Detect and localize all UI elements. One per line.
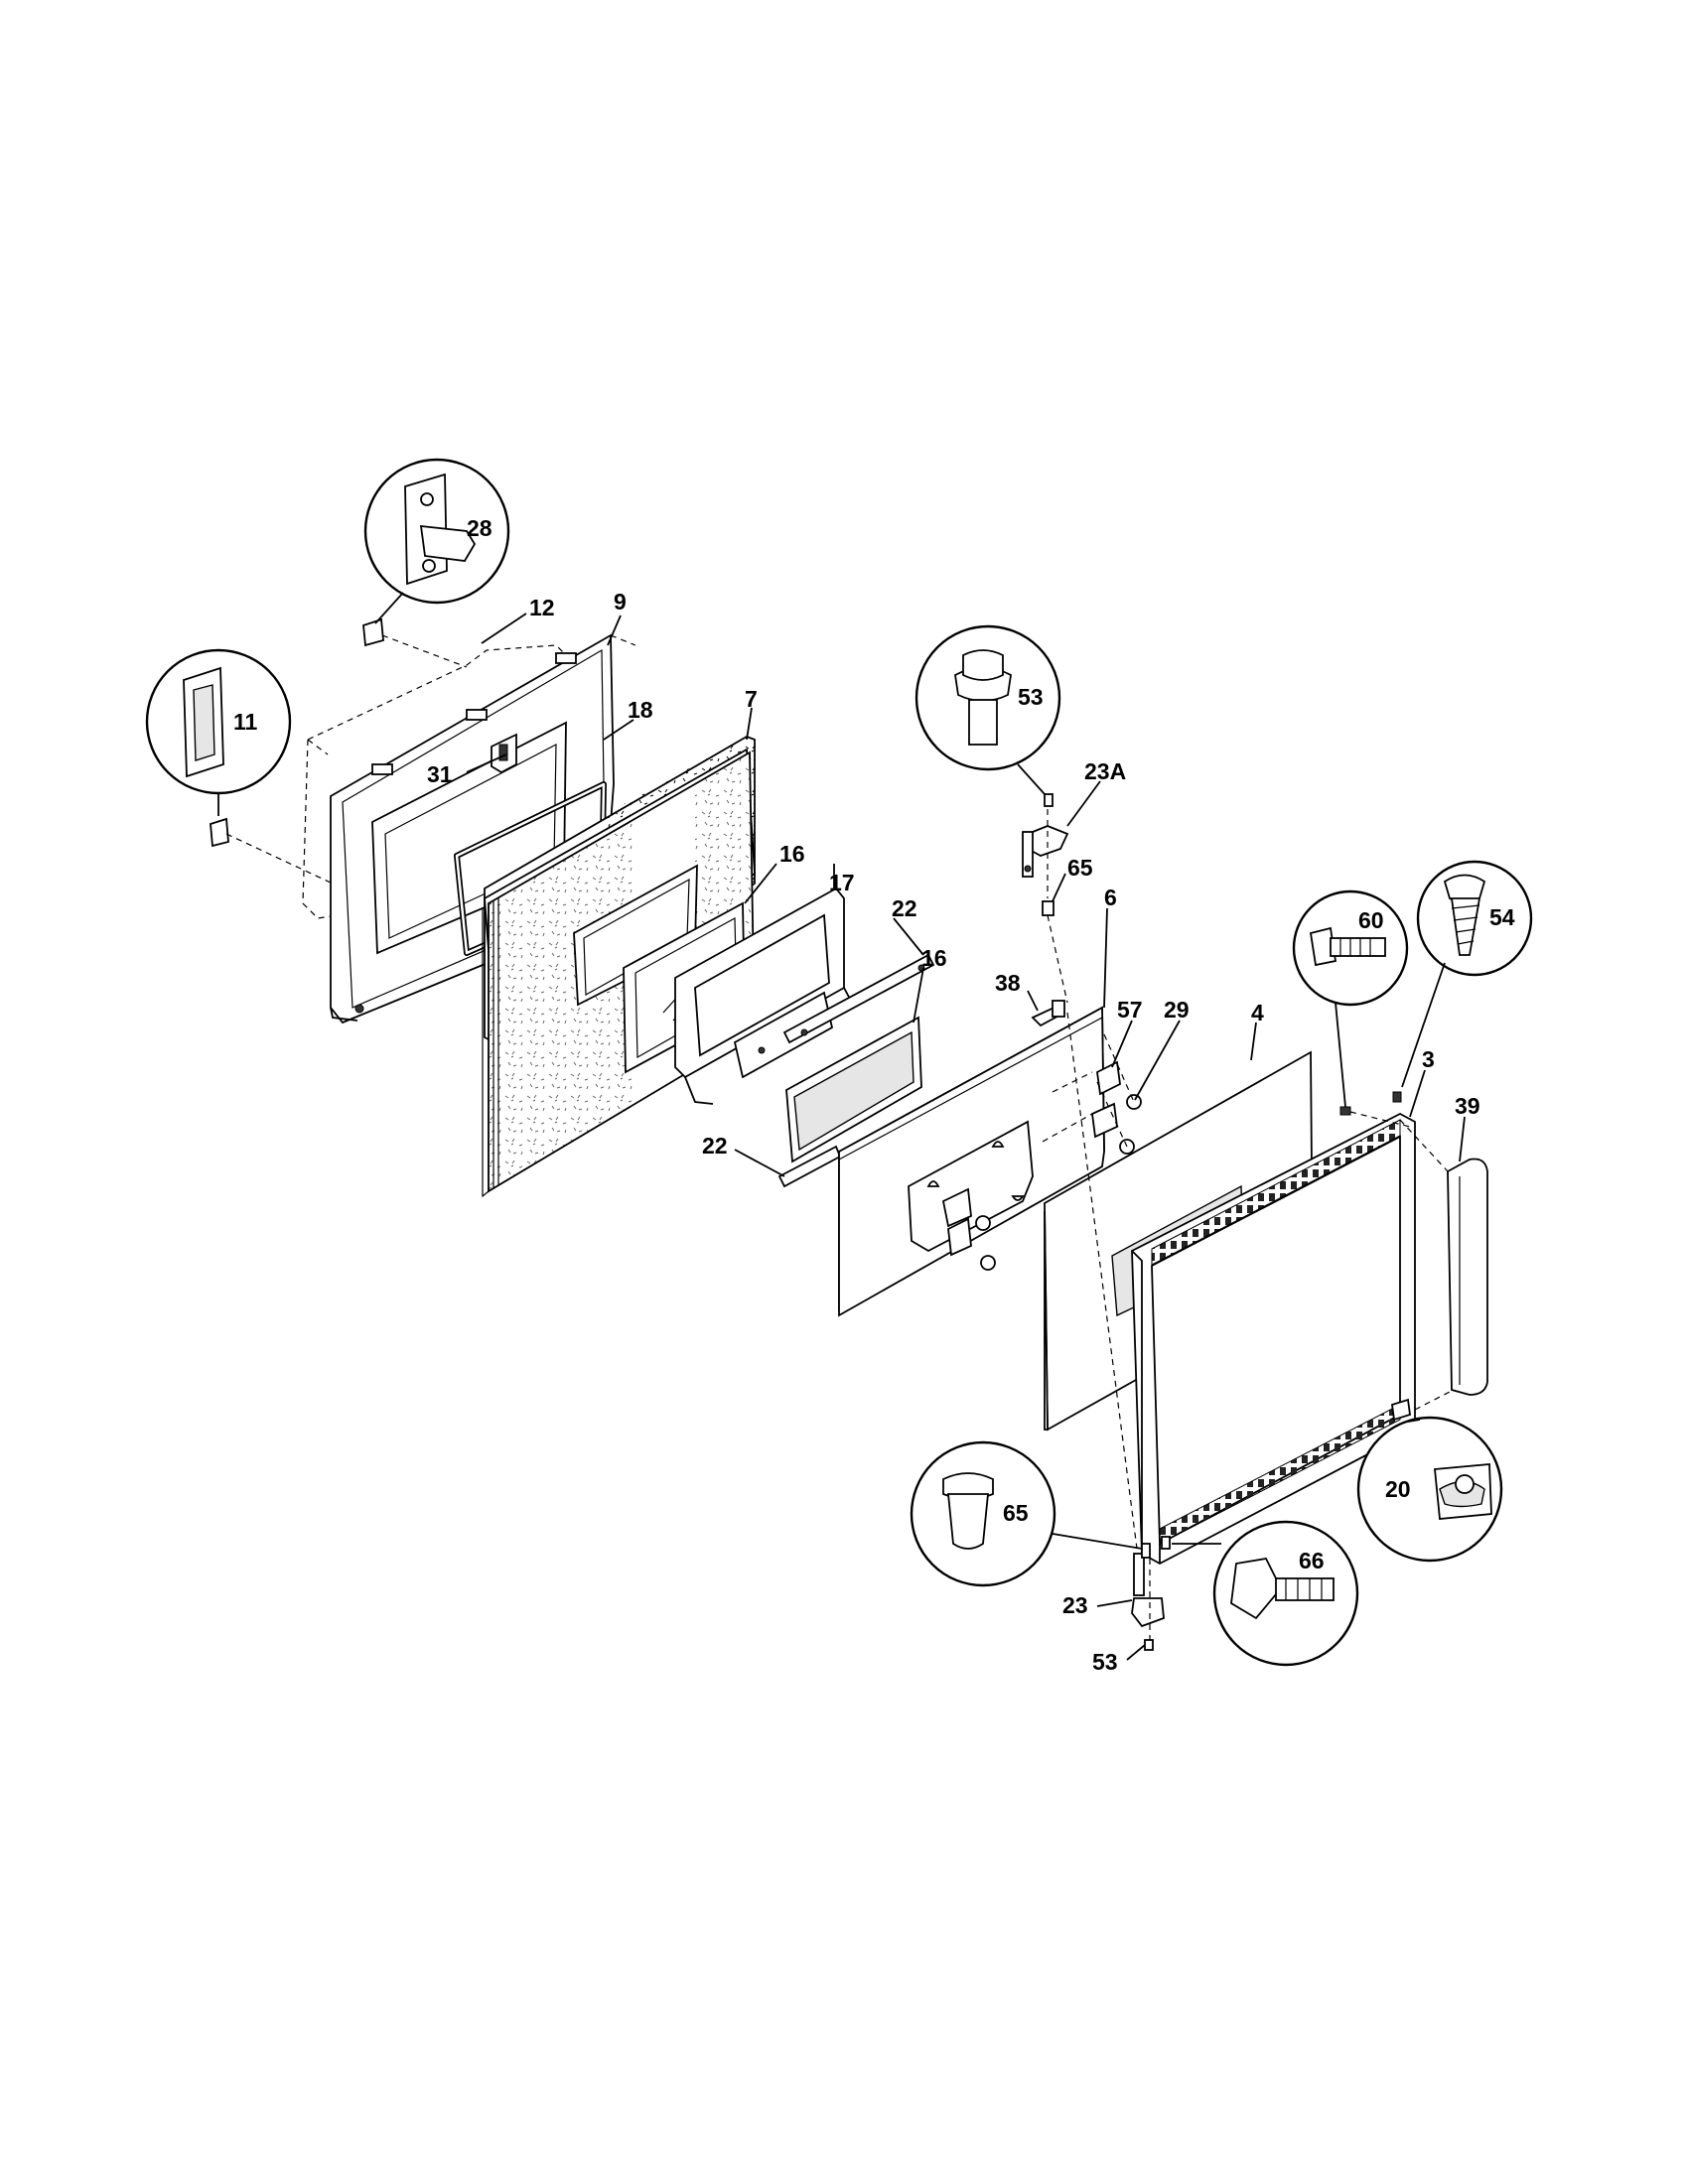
- label-54: 54: [1489, 904, 1515, 930]
- label-65-upper: 65: [1067, 855, 1093, 881]
- label-22-upper: 22: [892, 895, 917, 921]
- part-16-lower-glass: [785, 1016, 922, 1163]
- callout-65-lower: 65: [910, 1440, 1143, 1587]
- callout-11: 11: [145, 648, 292, 816]
- callout-20: 20: [1356, 1416, 1503, 1563]
- label-39: 39: [1455, 1093, 1480, 1119]
- label-4: 4: [1251, 1000, 1264, 1025]
- label-22-lower: 22: [702, 1133, 728, 1159]
- label-6: 6: [1104, 885, 1117, 910]
- label-38: 38: [995, 970, 1021, 996]
- callout-66: 66: [1172, 1520, 1359, 1667]
- part-6-support-panel: [838, 1006, 1142, 1317]
- label-17: 17: [829, 870, 855, 895]
- callout-28: 28: [363, 458, 510, 624]
- label-28: 28: [467, 515, 492, 541]
- leader-lines: [466, 613, 1466, 1661]
- label-53-upper: 53: [1018, 684, 1044, 710]
- label-29: 29: [1164, 997, 1190, 1023]
- label-16-lower: 16: [921, 945, 947, 971]
- label-31: 31: [427, 761, 453, 787]
- part-17-heat-shield: [674, 887, 853, 1105]
- label-60: 60: [1358, 907, 1384, 933]
- label-66: 66: [1299, 1548, 1325, 1573]
- label-18: 18: [628, 697, 653, 723]
- label-9: 9: [614, 589, 627, 614]
- label-57: 57: [1117, 997, 1143, 1023]
- part-12-liner-outline: [302, 644, 567, 919]
- label-7: 7: [745, 686, 758, 712]
- label-11: 11: [233, 709, 258, 735]
- part-22-upper-retainer: [782, 953, 935, 1044]
- callout-54: 54: [1401, 860, 1533, 1088]
- assembly-lines: [225, 634, 1451, 1640]
- callout-53-upper: 53: [914, 624, 1061, 795]
- label-16-upper: 16: [779, 841, 805, 867]
- label-53-lower: 53: [1092, 1649, 1118, 1675]
- label-3: 3: [1422, 1046, 1435, 1072]
- label-23A: 23A: [1084, 758, 1126, 784]
- label-23: 23: [1062, 1592, 1088, 1618]
- callout-60: 60: [1292, 889, 1409, 1108]
- part-31-latch-bracket: [491, 733, 517, 774]
- hardware-small: [210, 617, 1411, 1651]
- part-39-handle: [1447, 1158, 1488, 1396]
- part-labels: 12 9 18 31 7 16 17 22 16 22 23A 65 6 38 …: [427, 589, 1480, 1675]
- label-65-lower: 65: [1003, 1500, 1029, 1526]
- part-7-insulation: [482, 736, 756, 1198]
- label-20: 20: [1385, 1476, 1411, 1502]
- part-22-lower-retainer: [777, 1145, 842, 1188]
- label-12: 12: [529, 595, 555, 620]
- part-3-outer-frame: [1131, 1112, 1416, 1566]
- part-38-clip: [1031, 1000, 1066, 1027]
